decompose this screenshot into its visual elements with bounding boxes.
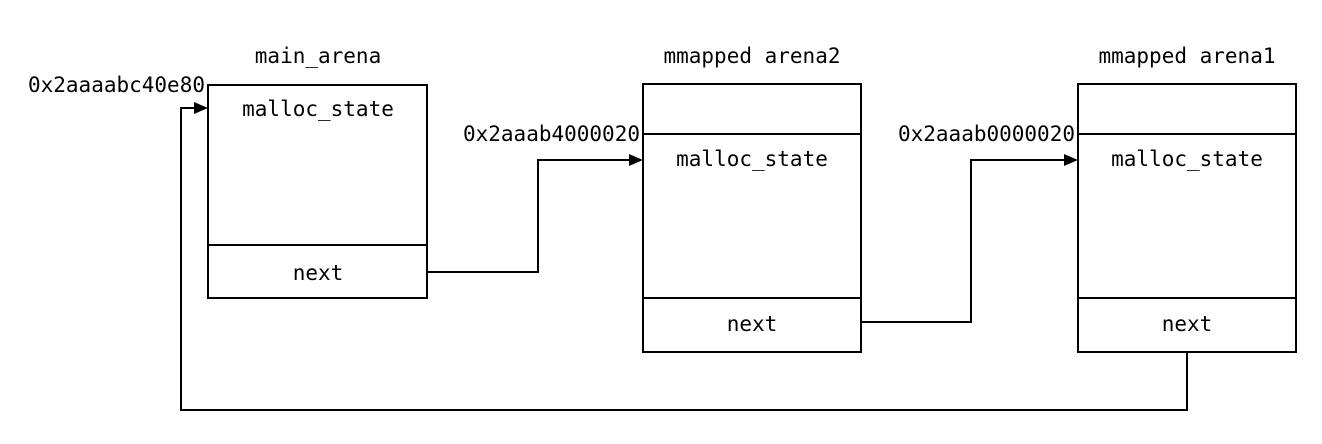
arena1-title: mmapped arena1: [1098, 44, 1275, 68]
arena2-title: mmapped arena2: [663, 44, 840, 68]
main-arena-field-next: next: [293, 261, 344, 285]
edge-arena2-to-arena1: [861, 154, 1078, 323]
main-arena-box: [207, 84, 428, 299]
arena2-field-malloc-state: malloc_state: [676, 147, 828, 171]
edge-arena2-to-arena1-line: [861, 159, 1069, 323]
edge-arena1-to-main-arena-arrowhead: [194, 102, 208, 114]
edge-arena1-to-main-arena: [180, 102, 1188, 411]
main-arena-field-malloc-state: malloc_state: [242, 97, 394, 121]
arena2-field-next: next: [727, 312, 778, 336]
node-arena2: mmapped arena2 malloc_state next 0x2aaab…: [463, 44, 862, 353]
edge-arena1-to-main-arena-line: [180, 107, 1188, 411]
main-arena-address-label: 0x2aaaabc40e80: [28, 73, 205, 97]
arena2-box: [642, 83, 862, 353]
edge-main-arena-to-arena2: [427, 154, 643, 273]
edge-arena2-to-arena1-arrowhead: [1064, 154, 1078, 166]
main-arena-title: main_arena: [255, 44, 381, 68]
node-arena1: mmapped arena1 malloc_state next 0x2aaab…: [898, 44, 1297, 353]
edge-main-arena-to-arena2-arrowhead: [629, 154, 643, 166]
arena1-field-malloc-state: malloc_state: [1111, 147, 1263, 171]
arena2-address-label: 0x2aaab4000020: [463, 122, 640, 146]
arena1-field-next: next: [1162, 312, 1213, 336]
edge-main-arena-to-arena2-line: [427, 159, 634, 273]
arena1-address-label: 0x2aaab0000020: [898, 122, 1075, 146]
arena1-box: [1077, 83, 1297, 353]
node-main-arena: main_arena malloc_state next 0x2aaaabc40…: [28, 44, 428, 299]
